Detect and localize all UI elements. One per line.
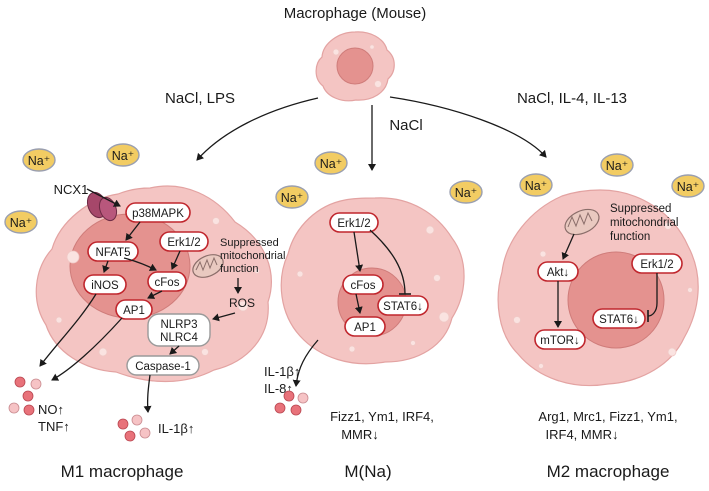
mna-ap1-node <box>344 316 386 337</box>
mna-stat6-text: STAT6↓ <box>383 301 423 313</box>
m1-ap1-text: AP1 <box>123 305 145 317</box>
ncx1-label: NCX1 <box>54 182 89 197</box>
sodium-ion-icon: Na⁺ <box>22 148 56 172</box>
m1-no-output: NO↑ <box>38 402 64 417</box>
sodium-ion-icon: Na⁺ <box>4 210 38 234</box>
m1-tnf-output: TNF↑ <box>38 419 70 434</box>
mitochondrion-icon <box>192 254 224 278</box>
m1-erk-node <box>159 231 209 252</box>
sodium-ion-label: Na⁺ <box>281 191 304 205</box>
m1-cfos-text: cFos <box>155 277 180 289</box>
sodium-ion-icon: Na⁺ <box>314 151 348 175</box>
m2-markers-line1: Arg1, Mrc1, Fizz1, Ym1, <box>538 409 677 424</box>
sodium-ion-label: Na⁺ <box>525 179 548 193</box>
m1-erk-text: Erk1/2 <box>167 237 200 249</box>
m2-erk-text: Erk1/2 <box>640 259 673 271</box>
arrow-label-left: NaCl, LPS <box>165 90 235 107</box>
mna-markers-line1: Fizz1, Ym1, IRF4, <box>330 409 434 424</box>
top-macrophage <box>315 31 395 102</box>
sodium-ion-icon: Na⁺ <box>275 185 309 209</box>
m1-caspase-node <box>126 355 200 376</box>
m2-mtor-node <box>534 329 586 350</box>
sodium-ion-icon: Na⁺ <box>449 180 483 204</box>
m2-cell <box>497 189 699 387</box>
m2-mito-line1: Suppressed <box>610 203 671 215</box>
mna-cfos-text: cFos <box>351 280 376 292</box>
m1-inos-text: iNOS <box>91 280 119 292</box>
m1-ap1-node <box>115 299 153 320</box>
sodium-ion-label: Na⁺ <box>320 157 343 171</box>
m1-nlrp3-text: NLRP3 <box>160 319 197 331</box>
m2-mito-line2: mitochondrial <box>610 217 678 229</box>
mna-ap1-text: AP1 <box>354 322 376 334</box>
ncx1-transporter-icon <box>86 191 118 222</box>
sodium-ion-label: Na⁺ <box>455 186 478 200</box>
m1-p38mapk-text: p38MAPK <box>132 208 184 220</box>
m1-released-molecules <box>8 376 151 442</box>
m1-nfat5-text: NFAT5 <box>96 247 131 259</box>
sodium-ion-label: Na⁺ <box>112 149 135 163</box>
m1-cfos-node <box>147 271 187 292</box>
sodium-ion-icon: Na⁺ <box>671 174 705 198</box>
m2-akt-text: Akt↓ <box>547 267 569 279</box>
sodium-ion-icon: Na⁺ <box>600 153 634 177</box>
mna-label: M(Na) <box>344 462 391 481</box>
m1-nfat5-node <box>87 241 139 262</box>
sodium-ion-icon: Na⁺ <box>519 173 553 197</box>
m1-p38mapk-node <box>125 202 191 223</box>
m1-mito-line1: Suppressed <box>220 237 279 249</box>
mna-released-molecules <box>274 390 309 416</box>
m2-stat6-text: STAT6↓ <box>599 314 639 326</box>
m1-inos-node <box>83 274 127 295</box>
m2-mitochondrion-icon <box>564 208 600 236</box>
m1-label: M1 macrophage <box>61 462 184 481</box>
diagram-title: Macrophage (Mouse) <box>284 5 427 22</box>
m2-markers-line2: IRF4, MMR↓ <box>546 427 619 442</box>
sodium-ion-label: Na⁺ <box>606 159 629 173</box>
m1-caspase-text: Caspase-1 <box>135 361 191 373</box>
sodium-ion-label: Na⁺ <box>10 216 33 230</box>
arrow-label-right: NaCl, IL-4, IL-13 <box>517 90 627 107</box>
sodium-ion-label: Na⁺ <box>28 154 51 168</box>
m2-label: M2 macrophage <box>547 462 670 481</box>
m2-mtor-text: mTOR↓ <box>540 335 579 347</box>
sodium-ion-icon: Na⁺ <box>106 143 140 167</box>
mna-erk-text: Erk1/2 <box>337 218 370 230</box>
m2-stat6-node <box>592 308 646 329</box>
arrow-label-middle: NaCl <box>389 117 422 134</box>
m1-mito-line2: mitochondrial <box>220 250 285 262</box>
m1-ros-label: ROS <box>229 296 255 310</box>
mna-il1b-output: IL-1β↑ <box>264 364 300 379</box>
m1-il1b-output: IL-1β↑ <box>158 421 194 436</box>
mna-markers-line2: MMR↓ <box>341 427 379 442</box>
m1-nlrc4-text: NLRC4 <box>160 332 198 344</box>
mna-cfos-node <box>342 274 384 295</box>
m1-mito-line3: function <box>220 263 259 275</box>
mna-stat6-node <box>377 295 429 316</box>
m2-mito-line3: function <box>610 231 650 243</box>
sodium-ion-label: Na⁺ <box>677 180 700 194</box>
